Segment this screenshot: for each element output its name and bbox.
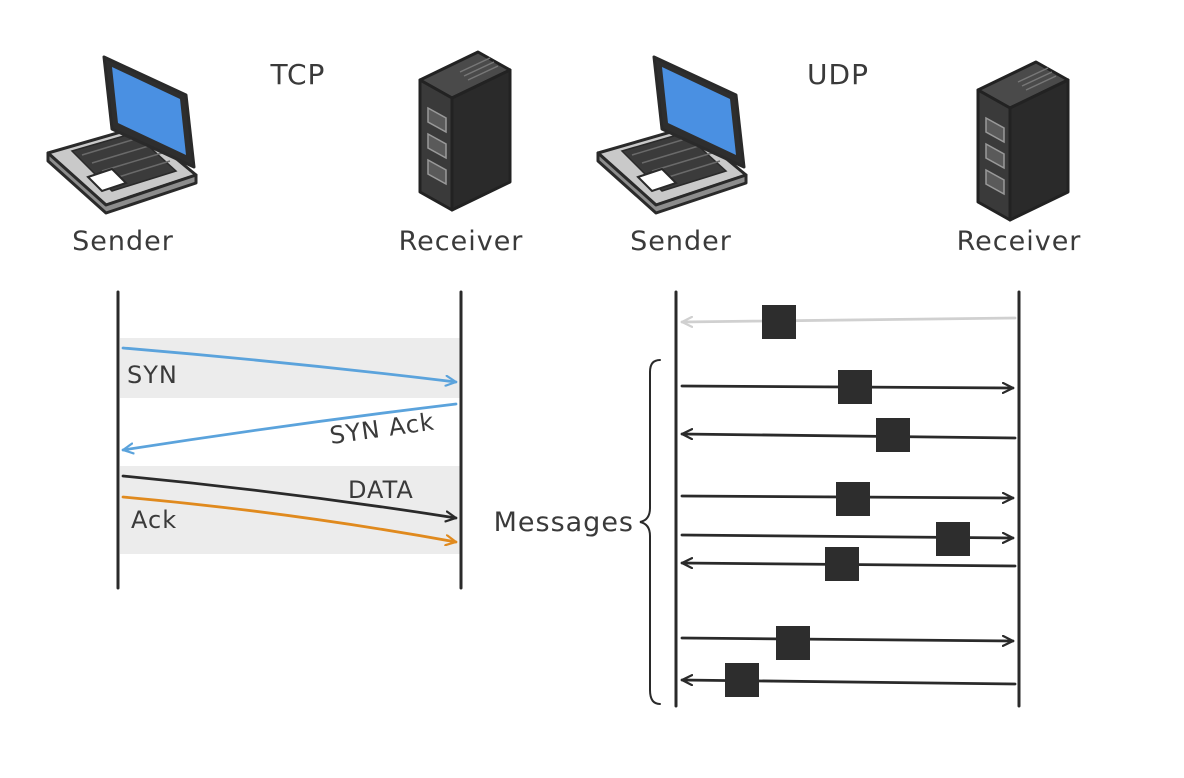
udp-receiver-label: Receiver xyxy=(957,226,1082,257)
tcp-section: TCP Sender Receiver SYN SYN Ack DATA Ack xyxy=(46,50,524,590)
data-label: DATA xyxy=(348,476,414,504)
server-icon xyxy=(976,60,1070,222)
server-icon xyxy=(418,50,512,212)
udp-section: UDP Sender Receiver Messages xyxy=(494,55,1082,708)
ack-label: Ack xyxy=(131,506,177,534)
udp-title: UDP xyxy=(807,58,869,91)
packet xyxy=(876,418,910,452)
handshake-band xyxy=(120,338,460,398)
laptop-icon xyxy=(46,55,198,215)
laptop-icon xyxy=(596,55,748,215)
data-arrow xyxy=(121,474,458,518)
tcp-title: TCP xyxy=(270,58,326,91)
packet xyxy=(836,482,870,516)
packet xyxy=(725,663,759,697)
udp-message-arrow xyxy=(680,638,1015,641)
syn-ack-arrow xyxy=(121,402,458,450)
ack-arrow xyxy=(121,495,458,542)
udp-message-arrow xyxy=(680,434,1017,438)
packet xyxy=(936,522,970,556)
tcp-sender-label: Sender xyxy=(72,226,174,257)
syn-ack-label: SYN Ack xyxy=(328,408,436,450)
syn-label: SYN xyxy=(127,361,178,389)
packet xyxy=(776,626,810,660)
udp-sender-label: Sender xyxy=(630,226,732,257)
tcp-receiver-label: Receiver xyxy=(399,226,524,257)
syn-arrow xyxy=(121,346,458,382)
packet xyxy=(762,305,796,339)
messages-brace xyxy=(639,359,661,705)
messages-label: Messages xyxy=(494,507,634,538)
packet xyxy=(825,547,859,581)
udp-message-arrow xyxy=(680,318,1017,322)
packet xyxy=(838,370,872,404)
